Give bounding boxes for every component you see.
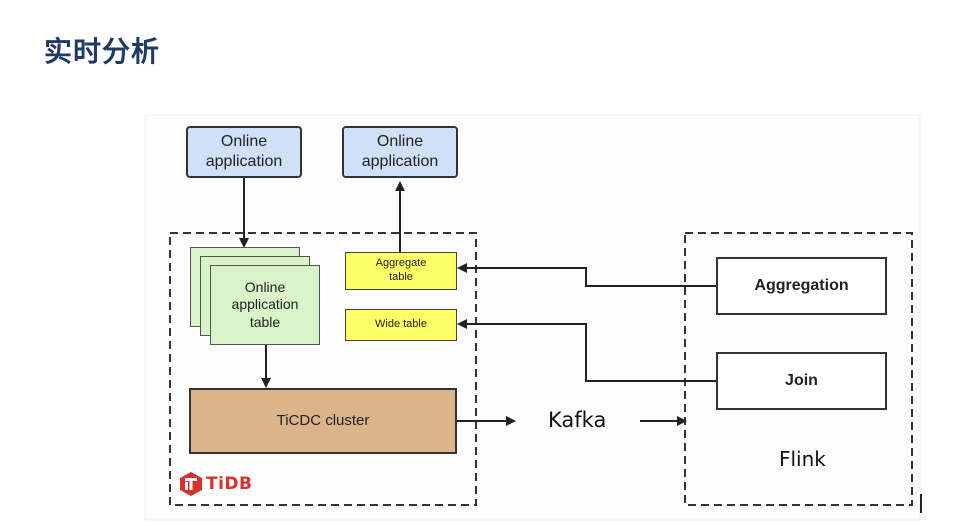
kafka-label: Kafka bbox=[548, 408, 607, 432]
aggregate-table-box: Aggregate table bbox=[345, 252, 457, 290]
arrow-aggregation-to-aggregate-table bbox=[457, 263, 716, 287]
join-box: Join bbox=[716, 352, 887, 410]
wide-table-box: Wide table bbox=[345, 309, 457, 341]
online-application-table-label: Online application table bbox=[231, 278, 299, 330]
tidb-logo-icon bbox=[180, 472, 202, 496]
aggregation-box: Aggregation bbox=[716, 257, 887, 315]
tidb-logo-text: TiDB bbox=[206, 474, 253, 494]
tidb-container bbox=[169, 232, 477, 506]
aggregate-table-label: Aggregate table bbox=[375, 257, 427, 283]
online-application-box-2: Online application bbox=[342, 126, 458, 178]
arrow-join-to-wide-table bbox=[457, 319, 716, 382]
aggregation-label: Aggregation bbox=[754, 277, 849, 294]
flink-label: Flink bbox=[779, 447, 826, 471]
online-application-box-1: Online application bbox=[186, 126, 302, 178]
flink-container bbox=[684, 232, 913, 506]
ticdc-cluster-label: TiCDC cluster bbox=[276, 411, 370, 429]
wide-table-label: Wide table bbox=[375, 318, 427, 331]
ticdc-cluster-box: TiCDC cluster bbox=[189, 388, 457, 454]
online-application-label-1: Online application bbox=[205, 133, 283, 170]
page-title: 实时分析 bbox=[44, 35, 161, 68]
tidb-logo: TiDB bbox=[180, 472, 253, 496]
online-application-label-2: Online application bbox=[361, 133, 439, 170]
join-label: Join bbox=[785, 372, 818, 389]
online-application-table-box: Online application table bbox=[210, 265, 320, 345]
